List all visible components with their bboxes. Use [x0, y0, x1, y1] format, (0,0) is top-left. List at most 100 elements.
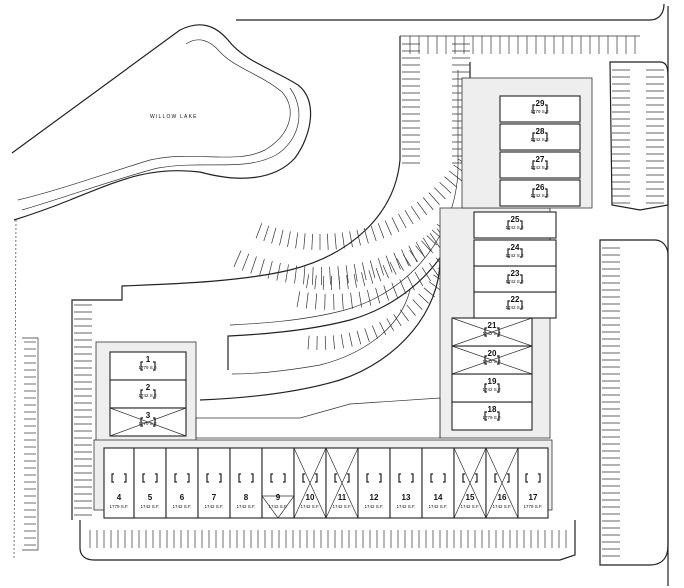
- parking-stall: [391, 282, 398, 298]
- unit-number: 18: [488, 405, 497, 414]
- unit-area: 1742 S.F.: [530, 137, 549, 142]
- entry-mark: [430, 473, 446, 483]
- entry-mark: [142, 473, 158, 483]
- parking-stall: [350, 292, 353, 309]
- unit-area: 1742 S.F.: [364, 504, 383, 509]
- unit-outline: [421, 447, 455, 519]
- entry-mark: [140, 389, 156, 399]
- parking-stall: [346, 274, 349, 289]
- parking-stall: [338, 275, 341, 290]
- entry-mark: [238, 473, 254, 483]
- parking-stall: [307, 335, 310, 350]
- parking-stall: [422, 197, 434, 211]
- unit-area: 1742 S.F.: [505, 279, 524, 284]
- parking-stall: [383, 285, 390, 301]
- parking-stall: [271, 227, 277, 244]
- parking-stall: [349, 231, 353, 248]
- unit-area: 1742 S.F.: [530, 165, 549, 170]
- entry-mark: [532, 160, 548, 170]
- entry-mark: [206, 473, 222, 483]
- parking-stall: [412, 299, 423, 310]
- parking-stall: [367, 289, 372, 306]
- entry-mark: [111, 473, 127, 483]
- parking-stall: [345, 265, 349, 284]
- unit-outline: [197, 447, 231, 519]
- parking-stall: [386, 318, 394, 331]
- parking-stall: [255, 223, 263, 239]
- entry-mark: [532, 188, 548, 198]
- unit-number: 16: [498, 493, 507, 502]
- parking-stall: [393, 314, 402, 327]
- unit-area: 1742 S.F.: [505, 305, 524, 310]
- unit-wedge-mark: [261, 495, 295, 519]
- parking-stall: [421, 240, 432, 252]
- parking-stall: [341, 293, 344, 310]
- unit-number: 3: [146, 411, 151, 420]
- parking-stall: [428, 281, 441, 291]
- parking-stall: [375, 267, 382, 282]
- parking-stall: [314, 275, 317, 290]
- parking-stall: [348, 332, 353, 347]
- unit-number: 10: [306, 493, 315, 502]
- parking-stall: [276, 262, 281, 281]
- parking-stall: [279, 229, 284, 246]
- unit-number: 23: [511, 269, 520, 278]
- parking-stall: [287, 231, 291, 248]
- unit-number: 8: [244, 493, 249, 502]
- unit-outline: [109, 379, 187, 409]
- lake-shore-inner-2: [21, 87, 300, 211]
- parking-stall: [406, 304, 416, 316]
- unit-number: 9: [276, 493, 281, 502]
- parking-stall: [434, 187, 446, 200]
- unit-area: 1742 S.F.: [300, 504, 319, 509]
- parking-stall: [356, 229, 361, 246]
- unit-area: 1742 S.F.: [482, 359, 501, 364]
- plaza-boundary: [195, 397, 441, 439]
- parking-stall: [356, 330, 362, 345]
- entry-mark: [334, 473, 350, 483]
- parking-stall: [426, 235, 438, 246]
- parking-stall: [407, 275, 415, 291]
- unit-area: 1742 S.F.: [482, 331, 501, 336]
- parking-stall: [385, 255, 393, 273]
- unit-number: 13: [402, 493, 411, 502]
- parking-stall: [428, 192, 440, 205]
- lake-shore-inner: [17, 39, 291, 201]
- unit-outline: [473, 211, 557, 239]
- parking-stall: [296, 291, 301, 308]
- unit-area: 1742 S.F.: [140, 504, 159, 509]
- parking-stall: [371, 325, 378, 339]
- unit-number: 19: [488, 377, 497, 386]
- parking-stall: [312, 266, 314, 285]
- unit-outline: [499, 179, 581, 207]
- unit-area: 1742 S.F.: [396, 504, 415, 509]
- unit-number: 2: [146, 383, 151, 392]
- unit-area: 1779 S.F.: [482, 415, 501, 420]
- entry-mark: [532, 132, 548, 142]
- curved-drive-inner-2: [231, 289, 411, 375]
- lake-setback-line: [13, 219, 17, 561]
- parking-stall: [324, 335, 327, 350]
- unit-number: 5: [148, 493, 153, 502]
- south-parking-bay: [79, 520, 576, 561]
- curved-drive-middle-2: [229, 70, 459, 326]
- parking-stall: [329, 266, 331, 285]
- parking-stall: [370, 225, 377, 242]
- unit-area: 1779 S.F.: [138, 365, 157, 370]
- unavailable-cross: [451, 317, 533, 347]
- parking-stall: [315, 293, 318, 310]
- entry-mark: [366, 473, 382, 483]
- unit-number: 20: [488, 349, 497, 358]
- unit-number: 7: [212, 493, 217, 502]
- lake-label: WILLOW LAKE: [150, 114, 198, 120]
- parking-stall: [358, 291, 363, 308]
